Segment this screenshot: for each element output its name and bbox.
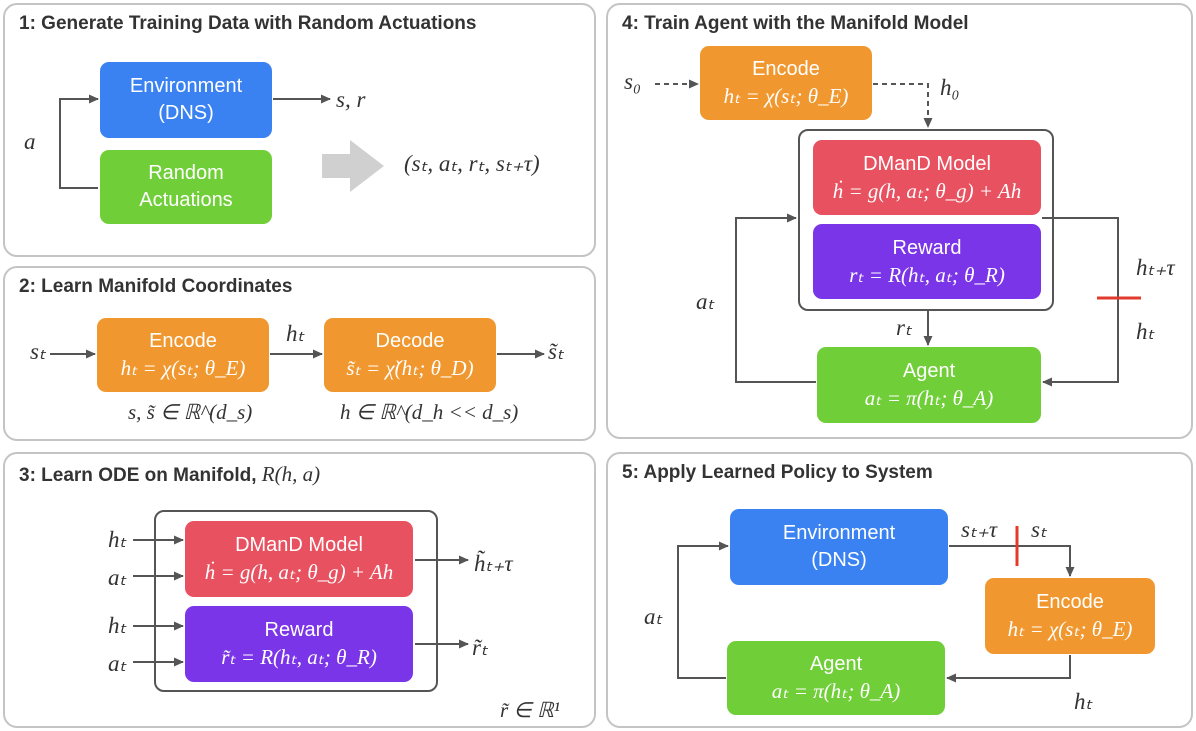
decode-equation: s̃ₜ = χ̌(hₜ; θ_D) xyxy=(346,356,474,381)
dmand-equation: ḣ = g(h, aₜ; θ_g) + Ah xyxy=(204,560,394,585)
training-tuple: (sₜ, aₜ, rₜ, sₜ₊τ) xyxy=(404,151,540,176)
encode-label: Encode xyxy=(1036,591,1104,614)
encode-label: Encode xyxy=(752,58,820,81)
label-at: aₜ xyxy=(644,604,663,629)
panel-title: 2: Learn Manifold Coordinates xyxy=(19,276,293,297)
encode-label: Encode xyxy=(149,330,217,353)
label-st-tilde-out: s̃ₜ xyxy=(548,339,564,364)
label-h0: h₀ xyxy=(940,75,960,100)
label-ht-2: hₜ xyxy=(108,613,127,638)
label-at-1: aₜ xyxy=(108,565,127,590)
label-h-out: h̃ₜ₊τ xyxy=(474,551,513,576)
encode-box-p4: Encode hₜ = χ(sₜ; θ_E) xyxy=(700,46,872,120)
r-space-label: r̃ ∈ ℝ¹ xyxy=(500,698,560,722)
label-st-in: sₜ xyxy=(30,339,46,364)
random-actuations-box: Random Actuations xyxy=(100,150,272,224)
panel-title: 5: Apply Learned Policy to System xyxy=(622,462,933,483)
label-s-tau: sₜ₊τ xyxy=(961,517,998,542)
decode-box: Decode s̃ₜ = χ̌(hₜ; θ_D) xyxy=(324,318,496,392)
label-r-out: r̃ₜ xyxy=(472,635,488,660)
dmand-box-p4: DManD Model ḣ = g(h, aₜ; θ_g) + Ah xyxy=(813,140,1041,215)
dmand-equation: ḣ = g(h, aₜ; θ_g) + Ah xyxy=(832,178,1022,203)
panel-title: 1: Generate Training Data with Random Ac… xyxy=(19,13,477,34)
h-space-label: h ∈ ℝ^(d_h << d_s) xyxy=(340,400,519,424)
encode-equation: hₜ = χ(sₜ; θ_E) xyxy=(1007,617,1133,642)
agent-equation: aₜ = π(hₜ; θ_A) xyxy=(864,386,994,411)
panel-title: 4: Train Agent with the Manifold Model xyxy=(622,13,969,34)
reward-equation: rₜ = R(hₜ, aₜ; θ_R) xyxy=(849,262,1005,287)
decode-label: Decode xyxy=(375,330,445,353)
model-container-p3 xyxy=(154,510,438,692)
panel-title-math: R(h, a) xyxy=(261,462,321,486)
label-a: a xyxy=(24,129,36,154)
encode-box-p5: Encode hₜ = χ(sₜ; θ_E) xyxy=(985,578,1155,654)
panel-generate-training-data: 1: Generate Training Data with Random Ac… xyxy=(3,3,596,257)
label-s0: s₀ xyxy=(624,69,641,94)
random-actuations-label: Random Actuations xyxy=(139,162,233,211)
agent-equation: aₜ = π(hₜ; θ_A) xyxy=(771,679,901,704)
encode-equation: hₜ = χ(sₜ; θ_E) xyxy=(723,84,849,109)
environment-label: Environment (DNS) xyxy=(129,75,243,124)
label-st: sₜ xyxy=(1031,517,1047,542)
reward-label: Reward xyxy=(264,619,334,642)
environment-box: Environment (DNS) xyxy=(100,62,272,138)
label-s-r: s, r xyxy=(336,87,366,112)
agent-label: Agent xyxy=(902,360,956,383)
label-ht: hₜ xyxy=(1136,319,1155,344)
reward-box-p4: Reward rₜ = R(hₜ, aₜ; θ_R) xyxy=(813,224,1041,299)
reward-equation: r̃ₜ = R(hₜ, aₜ; θ_R) xyxy=(221,645,377,670)
agent-label: Agent xyxy=(809,653,863,676)
dmand-box-p3: DManD Model ḣ = g(h, aₜ; θ_g) + Ah xyxy=(185,521,413,597)
encode-box-p2: Encode hₜ = χ(sₜ; θ_E) xyxy=(97,318,269,392)
panel-title-text: 3: Learn ODE on Manifold, xyxy=(19,465,257,486)
reward-label: Reward xyxy=(892,236,962,259)
s-space-label: s, s̃ ∈ ℝ^(d_s) xyxy=(128,400,253,424)
label-ht: hₜ xyxy=(1074,689,1093,714)
panel-learn-ode: 3: Learn ODE on Manifold, R(h, a) xyxy=(3,452,596,728)
label-at-2: aₜ xyxy=(108,651,127,676)
label-ht-tau: hₜ₊τ xyxy=(1136,255,1175,280)
label-rt: rₜ xyxy=(896,315,912,340)
encode-equation: hₜ = χ(sₜ; θ_E) xyxy=(120,356,246,381)
label-ht-mid: hₜ xyxy=(286,321,305,346)
environment-label: Environment (DNS) xyxy=(782,522,896,571)
agent-box-p4: Agent aₜ = π(hₜ; θ_A) xyxy=(817,347,1041,423)
label-at: aₜ xyxy=(696,289,715,314)
environment-box-p5: Environment (DNS) xyxy=(730,509,948,585)
dmand-label: DManD Model xyxy=(863,152,991,175)
label-ht-1: hₜ xyxy=(108,527,127,552)
dmand-label: DManD Model xyxy=(235,534,363,557)
reward-box-p3: Reward r̃ₜ = R(hₜ, aₜ; θ_R) xyxy=(185,606,413,682)
panel-title: 3: Learn ODE on Manifold, R(h, a) xyxy=(19,462,320,487)
agent-box-p5: Agent aₜ = π(hₜ; θ_A) xyxy=(727,641,945,715)
